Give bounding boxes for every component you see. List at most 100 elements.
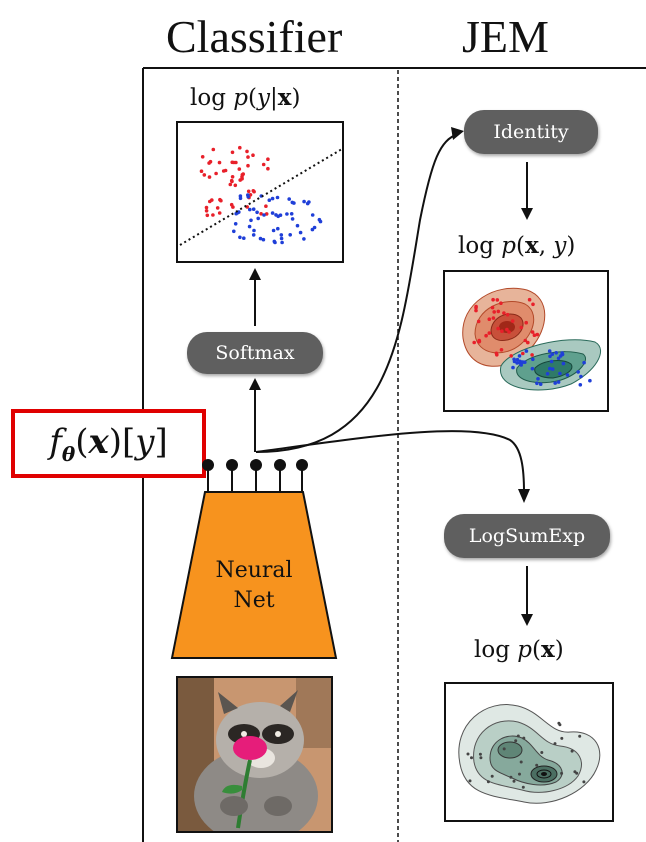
- class-b-point: [270, 196, 275, 201]
- class-b-point: [289, 212, 294, 216]
- joint-class-b-point: [553, 381, 557, 385]
- class-b-point: [251, 233, 256, 237]
- class-a-density-contours: [462, 287, 546, 367]
- class-b-point: [305, 201, 310, 206]
- marginal-sample-point: [578, 734, 582, 738]
- class-b-point: [247, 224, 252, 229]
- joint-class-a-point: [476, 319, 481, 324]
- class-b-point: [279, 236, 284, 241]
- class-a-point: [228, 182, 233, 187]
- class-b-point: [287, 197, 291, 201]
- class-a-point: [246, 155, 250, 159]
- joint-class-a-point: [487, 331, 492, 335]
- joint-class-a-point: [474, 304, 478, 309]
- joint-class-a-point: [494, 351, 499, 356]
- class-b-point: [276, 226, 280, 231]
- class-a-point: [231, 205, 235, 209]
- joint-class-b-point: [530, 366, 535, 371]
- marginal-sample-point: [540, 751, 544, 754]
- joint-class-b-point: [524, 349, 529, 353]
- class-a-point: [211, 147, 216, 152]
- joint-class-b-point: [561, 361, 566, 366]
- joint-class-a-point: [491, 297, 495, 302]
- class-b-point: [271, 228, 276, 233]
- class-b-point: [279, 233, 284, 237]
- class-a-point: [245, 149, 249, 154]
- class-a-point: [233, 183, 238, 188]
- softmax-node: Softmax: [187, 332, 323, 374]
- marginal-sample-point: [478, 752, 482, 756]
- classifier-column-title: Classifier: [166, 11, 343, 62]
- class-a-point: [215, 206, 220, 210]
- curve-to-identity-arrowhead: [451, 127, 464, 140]
- class-a-point: [202, 173, 207, 177]
- class-a-point: [264, 204, 268, 208]
- marginal-sample-point: [560, 736, 564, 740]
- class-a-point: [214, 171, 218, 176]
- joint-density-label: log p(x, y): [458, 232, 576, 259]
- class-b-point: [273, 240, 277, 245]
- logits-highlight-box: fθ(x)[y]: [11, 409, 206, 478]
- class-a-point: [232, 160, 236, 165]
- marginal-sample-point: [509, 775, 513, 779]
- joint-class-a-point: [499, 348, 504, 352]
- class-b-point: [288, 233, 292, 237]
- joint-class-a-point: [510, 319, 515, 323]
- class-a-point: [211, 213, 215, 217]
- joint-class-b-point: [582, 360, 586, 365]
- class-b-point: [248, 207, 252, 212]
- class-b-point: [233, 222, 238, 226]
- class-b-point: [256, 216, 260, 221]
- joint-class-a-point: [521, 351, 525, 356]
- class-a-point: [208, 199, 212, 204]
- joint-class-b-point: [545, 372, 550, 376]
- marginal-sample-point: [518, 772, 521, 776]
- class-b-point: [262, 213, 266, 217]
- joint-class-a-point: [499, 301, 503, 305]
- joint-class-b-point: [579, 374, 583, 379]
- class-a-point: [264, 212, 269, 216]
- joint-density-panel: [443, 270, 609, 412]
- joint-class-a-point: [495, 298, 500, 302]
- joint-class-a-point: [524, 320, 528, 325]
- class-a-point: [266, 166, 270, 171]
- joint-class-a-point: [500, 329, 504, 333]
- joint-class-b-point: [565, 373, 570, 377]
- class-b-point: [252, 228, 256, 233]
- marginal-sample-point: [575, 771, 579, 775]
- neural-net-label: Neural Net: [204, 556, 304, 616]
- neural-net-trapezoid: [170, 491, 338, 659]
- class-a-point: [238, 145, 242, 150]
- class-b-point: [292, 201, 296, 205]
- arrow-logsumexp-to-marginal: [521, 566, 533, 626]
- class-b-point: [238, 196, 243, 201]
- joint-class-b-point: [538, 382, 543, 386]
- marginal-sample-point: [553, 742, 557, 746]
- curve-to-logsumexp-arrowhead: [518, 489, 530, 503]
- marginal-sample-point: [535, 763, 539, 767]
- classifier-output-label: log p(y|x): [190, 84, 301, 111]
- marginal-sample-point: [512, 779, 516, 783]
- class-a-point: [218, 197, 222, 202]
- joint-class-a-point: [530, 353, 534, 357]
- class-a-point: [240, 177, 244, 181]
- joint-class-b-point: [515, 361, 519, 365]
- class-b-point: [238, 235, 242, 240]
- class-a-point: [207, 175, 212, 179]
- joint-class-b-point: [511, 365, 515, 370]
- joint-class-b-point: [558, 354, 563, 358]
- joint-class-a-point: [530, 330, 535, 334]
- class-b-point: [267, 198, 272, 202]
- joint-class-b-point: [519, 363, 523, 367]
- class-a-point: [208, 159, 213, 164]
- class-b-point: [255, 210, 259, 215]
- class-a-point: [246, 163, 250, 168]
- joint-class-b-point: [547, 349, 552, 353]
- joint-class-a-point: [505, 327, 509, 332]
- joint-class-a-point: [477, 338, 481, 343]
- class-a-point: [261, 162, 266, 167]
- joint-class-a-point: [535, 332, 540, 337]
- joint-class-b-point: [536, 377, 540, 381]
- curve-to-logsumexp: [255, 430, 525, 493]
